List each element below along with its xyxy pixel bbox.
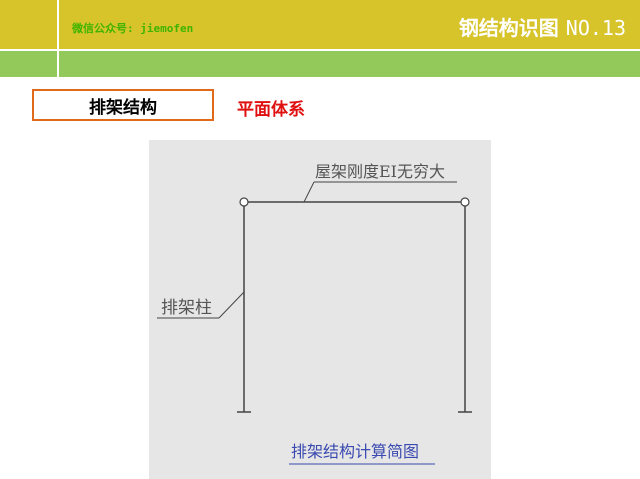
header-vertical-divider [57, 0, 59, 77]
header-divider [0, 49, 640, 51]
left-hinge [239, 197, 249, 207]
column-label: 排架柱 [161, 298, 212, 318]
page-title-text: 钢结构识图 [458, 16, 559, 40]
page-number: NO.13 [565, 16, 626, 40]
section-label-box: 排架结构 [32, 89, 214, 121]
header-bar [0, 0, 640, 50]
header-strip [0, 50, 640, 77]
right-hinge [460, 197, 470, 207]
header-subtitle: 微信公众号: jiemofen [72, 22, 194, 35]
section-sublabel: 平面体系 [237, 100, 305, 120]
diagram-caption: 排架结构计算简图 [291, 442, 419, 461]
section-label: 排架结构 [89, 97, 157, 118]
roof-leader [303, 181, 315, 203]
column-leader [218, 291, 245, 319]
diagram-panel: 屋架刚度EI无穷大 排架柱 排架结构计算简图 [149, 140, 491, 479]
frame-diagram: 屋架刚度EI无穷大 排架柱 排架结构计算简图 [157, 162, 472, 465]
page-title: 钢结构识图 NO.13 [459, 12, 626, 41]
roof-label: 屋架刚度EI无穷大 [315, 162, 445, 181]
